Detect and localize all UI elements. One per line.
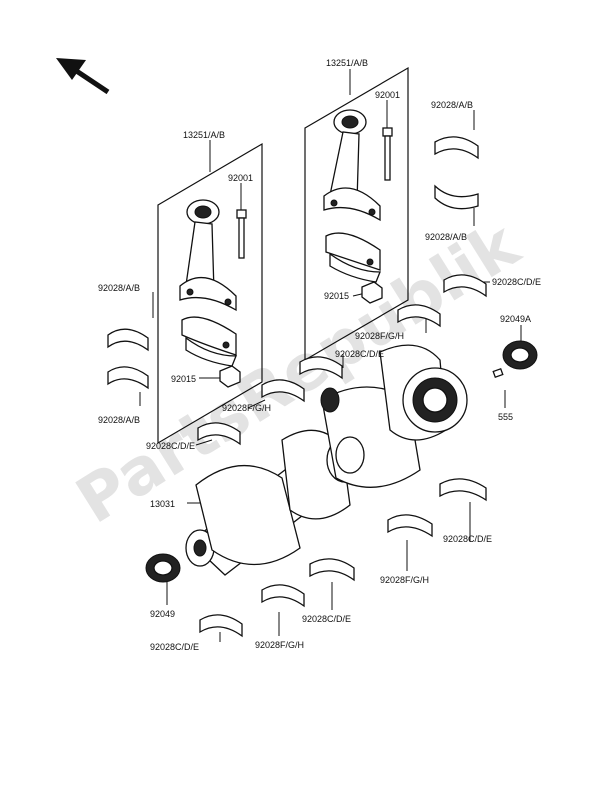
bearing-shell-fgh-4 — [261, 584, 305, 608]
bearing-shell-ab-1 — [107, 328, 149, 352]
label-bearing-ab-4: 92028/A/B — [425, 232, 467, 242]
label-crankshaft: 13031 — [150, 499, 175, 509]
label-seal-right: 92049A — [500, 314, 531, 324]
crankshaft — [185, 344, 468, 576]
oil-seal-left — [145, 553, 181, 583]
rod-nut-left — [219, 365, 241, 388]
label-bearing-fgh-2: 92028F/G/H — [222, 403, 271, 413]
rod-cap-left — [181, 316, 237, 367]
woodruff-key — [492, 367, 504, 379]
label-bearing-fgh-4: 92028F/G/H — [255, 640, 304, 650]
label-nut-left: 92015 — [171, 374, 196, 384]
bearing-shell-cde-3 — [197, 422, 241, 446]
front-direction-arrow-icon — [56, 58, 110, 95]
rod-bolt-left — [236, 209, 247, 259]
label-bearing-cde-6: 92028C/D/E — [150, 642, 199, 652]
bearing-shell-ab-4 — [434, 184, 479, 210]
bearing-shell-cde-2 — [299, 356, 343, 380]
label-bearing-cde-5: 92028C/D/E — [302, 614, 351, 624]
rod-bolt-right — [382, 127, 393, 181]
connecting-rod-left — [179, 199, 237, 312]
label-bearing-cde-4: 92028C/D/E — [443, 534, 492, 544]
label-bearing-ab-1: 92028/A/B — [98, 283, 140, 293]
label-bearing-cde-3: 92028C/D/E — [146, 441, 195, 451]
bearing-shell-ab-3 — [434, 136, 479, 160]
bearing-shell-ab-2 — [107, 366, 149, 390]
label-bolt-left: 92001 — [228, 173, 253, 183]
label-bolt-right: 92001 — [375, 90, 400, 100]
bearing-shell-fgh-2 — [261, 379, 305, 403]
label-bearing-cde-1: 92028C/D/E — [492, 277, 541, 287]
bearing-shell-cde-6 — [199, 614, 243, 638]
connecting-rod-panel-left — [157, 142, 263, 445]
bearing-shell-fgh-1 — [397, 304, 441, 328]
bearing-shell-cde-4 — [439, 478, 487, 502]
connecting-rod-right — [323, 109, 381, 222]
label-bearing-fgh-3: 92028F/G/H — [380, 575, 429, 585]
label-bearing-ab-3: 92028/A/B — [431, 100, 473, 110]
label-key: 555 — [498, 412, 513, 422]
oil-seal-right — [502, 340, 538, 370]
label-nut-right: 92015 — [324, 291, 349, 301]
bearing-shell-cde-1 — [443, 274, 487, 298]
bearing-shell-cde-5 — [309, 558, 355, 582]
rod-cap-right — [325, 232, 381, 283]
label-seal-left: 92049 — [150, 609, 175, 619]
bearing-shell-fgh-3 — [387, 514, 433, 538]
connecting-rod-panel-right — [304, 66, 409, 362]
label-bearing-cde-2: 92028C/D/E — [335, 349, 384, 359]
rod-nut-right — [361, 281, 383, 304]
label-bearing-ab-2: 92028/A/B — [98, 415, 140, 425]
label-bearing-fgh-1: 92028F/G/H — [355, 331, 404, 341]
label-rod-left: 13251/A/B — [183, 130, 225, 140]
label-rod-right: 13251/A/B — [326, 58, 368, 68]
